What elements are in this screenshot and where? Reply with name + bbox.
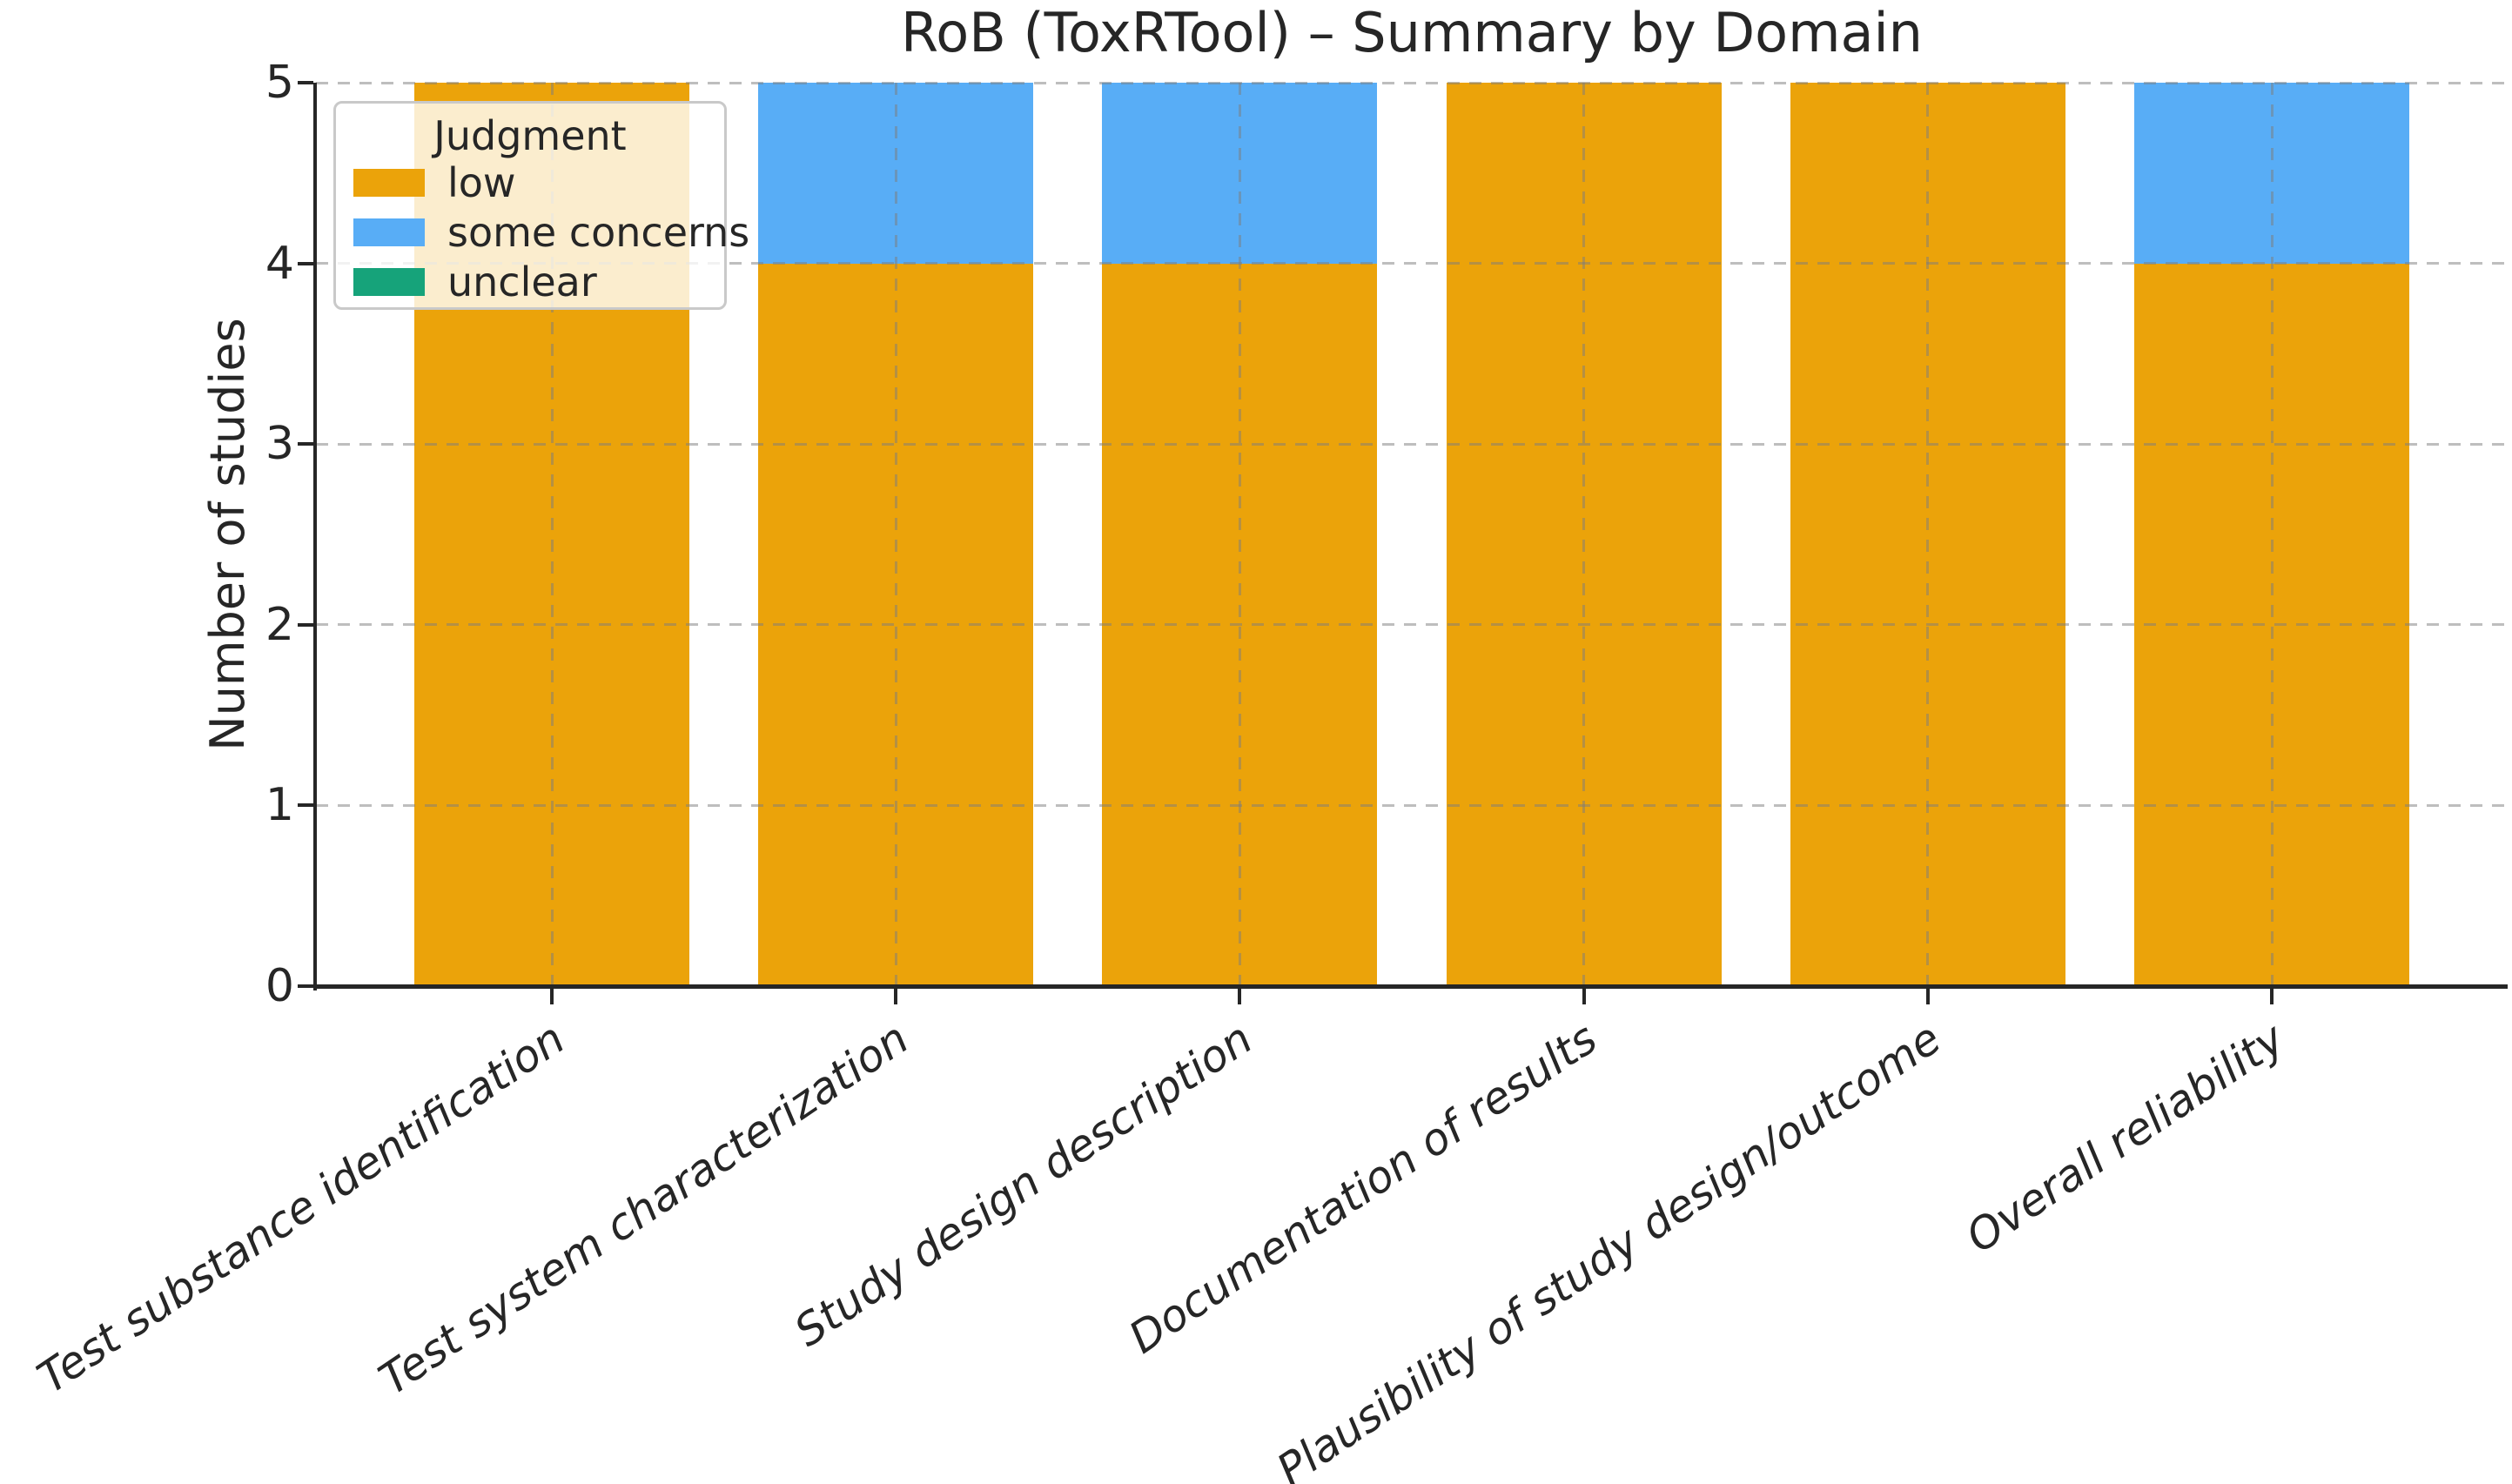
- y-tick: [298, 261, 313, 265]
- x-axis-spine: [316, 984, 2508, 989]
- x-tick: [1925, 989, 1930, 1004]
- h-gridline: [316, 442, 2508, 446]
- x-tick: [1238, 989, 1242, 1004]
- legend-item-unclear: unclear: [336, 257, 724, 306]
- y-tick-label: 5: [265, 57, 294, 109]
- legend-item-low: low: [336, 158, 724, 207]
- h-gridline: [316, 81, 2508, 84]
- x-tick: [550, 989, 554, 1004]
- v-gridline: [894, 83, 897, 986]
- legend-swatch-low: [353, 168, 425, 197]
- y-tick: [298, 622, 313, 627]
- legend-title: Judgment: [433, 112, 627, 159]
- x-tick-label: Test substance identification: [28, 1012, 574, 1404]
- y-tick-label: 1: [265, 779, 294, 832]
- y-axis-spine: [313, 83, 317, 990]
- y-tick: [298, 81, 313, 84]
- v-gridline: [550, 83, 554, 986]
- legend-swatch-unclear: [353, 267, 425, 296]
- legend-item-some-concerns: some concerns: [336, 207, 749, 257]
- y-tick-label: 4: [265, 237, 294, 290]
- y-tick: [298, 984, 313, 988]
- v-gridline: [2270, 83, 2274, 986]
- h-gridline: [316, 803, 2508, 807]
- legend-swatch-some-concerns: [353, 218, 425, 246]
- x-tick: [1582, 989, 1586, 1004]
- v-gridline: [1238, 83, 1241, 986]
- h-gridline: [316, 623, 2508, 627]
- x-tick: [2270, 989, 2274, 1004]
- y-tick-label: 0: [265, 960, 294, 1012]
- legend-label-unclear: unclear: [447, 258, 597, 306]
- x-tick: [894, 989, 898, 1004]
- v-gridline: [1926, 83, 1930, 986]
- y-tick-label: 2: [265, 598, 294, 651]
- legend-label-low: low: [447, 158, 516, 206]
- chart-title: RoB (ToxRTool) – Summary by Domain: [901, 1, 1923, 64]
- y-axis-title: Number of studies: [200, 318, 255, 751]
- h-gridline: [316, 262, 2508, 265]
- legend: Judgment low some concerns unclear: [333, 101, 749, 310]
- y-tick: [298, 442, 313, 447]
- v-gridline: [1582, 83, 1586, 986]
- y-tick: [298, 803, 313, 808]
- legend-label-some-concerns: some concerns: [447, 208, 750, 256]
- y-tick-label: 3: [265, 418, 294, 471]
